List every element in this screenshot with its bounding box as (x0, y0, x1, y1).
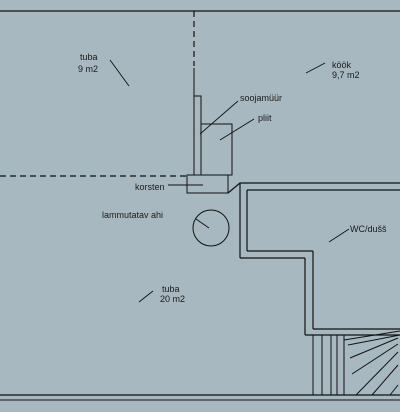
leader-lines (109, 59, 350, 303)
label-ahi: lammutatav ahi (102, 210, 163, 220)
korsten-chimney (186, 174, 229, 194)
leader-soojamuur (199, 100, 239, 135)
label-soojamuur: soojamüür (240, 93, 282, 103)
soojamuur-block (193, 95, 202, 176)
label-pliit: pliit (258, 113, 272, 123)
leader-kook (305, 62, 326, 74)
leader-ahi (195, 218, 210, 229)
leader-pliit (219, 118, 255, 141)
ahi-oven (192, 209, 230, 247)
label-tuba-small-area: 9 m2 (78, 64, 98, 74)
pliit-stove (200, 123, 233, 176)
label-korsten: korsten (135, 182, 165, 192)
label-tuba-small-name: tuba (80, 52, 98, 62)
label-tuba-large-area: 20 m2 (160, 294, 185, 304)
label-kook-area: 9,7 m2 (332, 70, 360, 80)
staircase (312, 330, 400, 396)
leader-tuba-small (109, 59, 130, 87)
label-tuba-large-name: tuba (162, 284, 180, 294)
label-kook-name: köök (332, 60, 352, 70)
label-wc: WC/dušš (350, 224, 387, 234)
leader-tuba-large (138, 290, 154, 303)
leader-wc (328, 228, 350, 243)
